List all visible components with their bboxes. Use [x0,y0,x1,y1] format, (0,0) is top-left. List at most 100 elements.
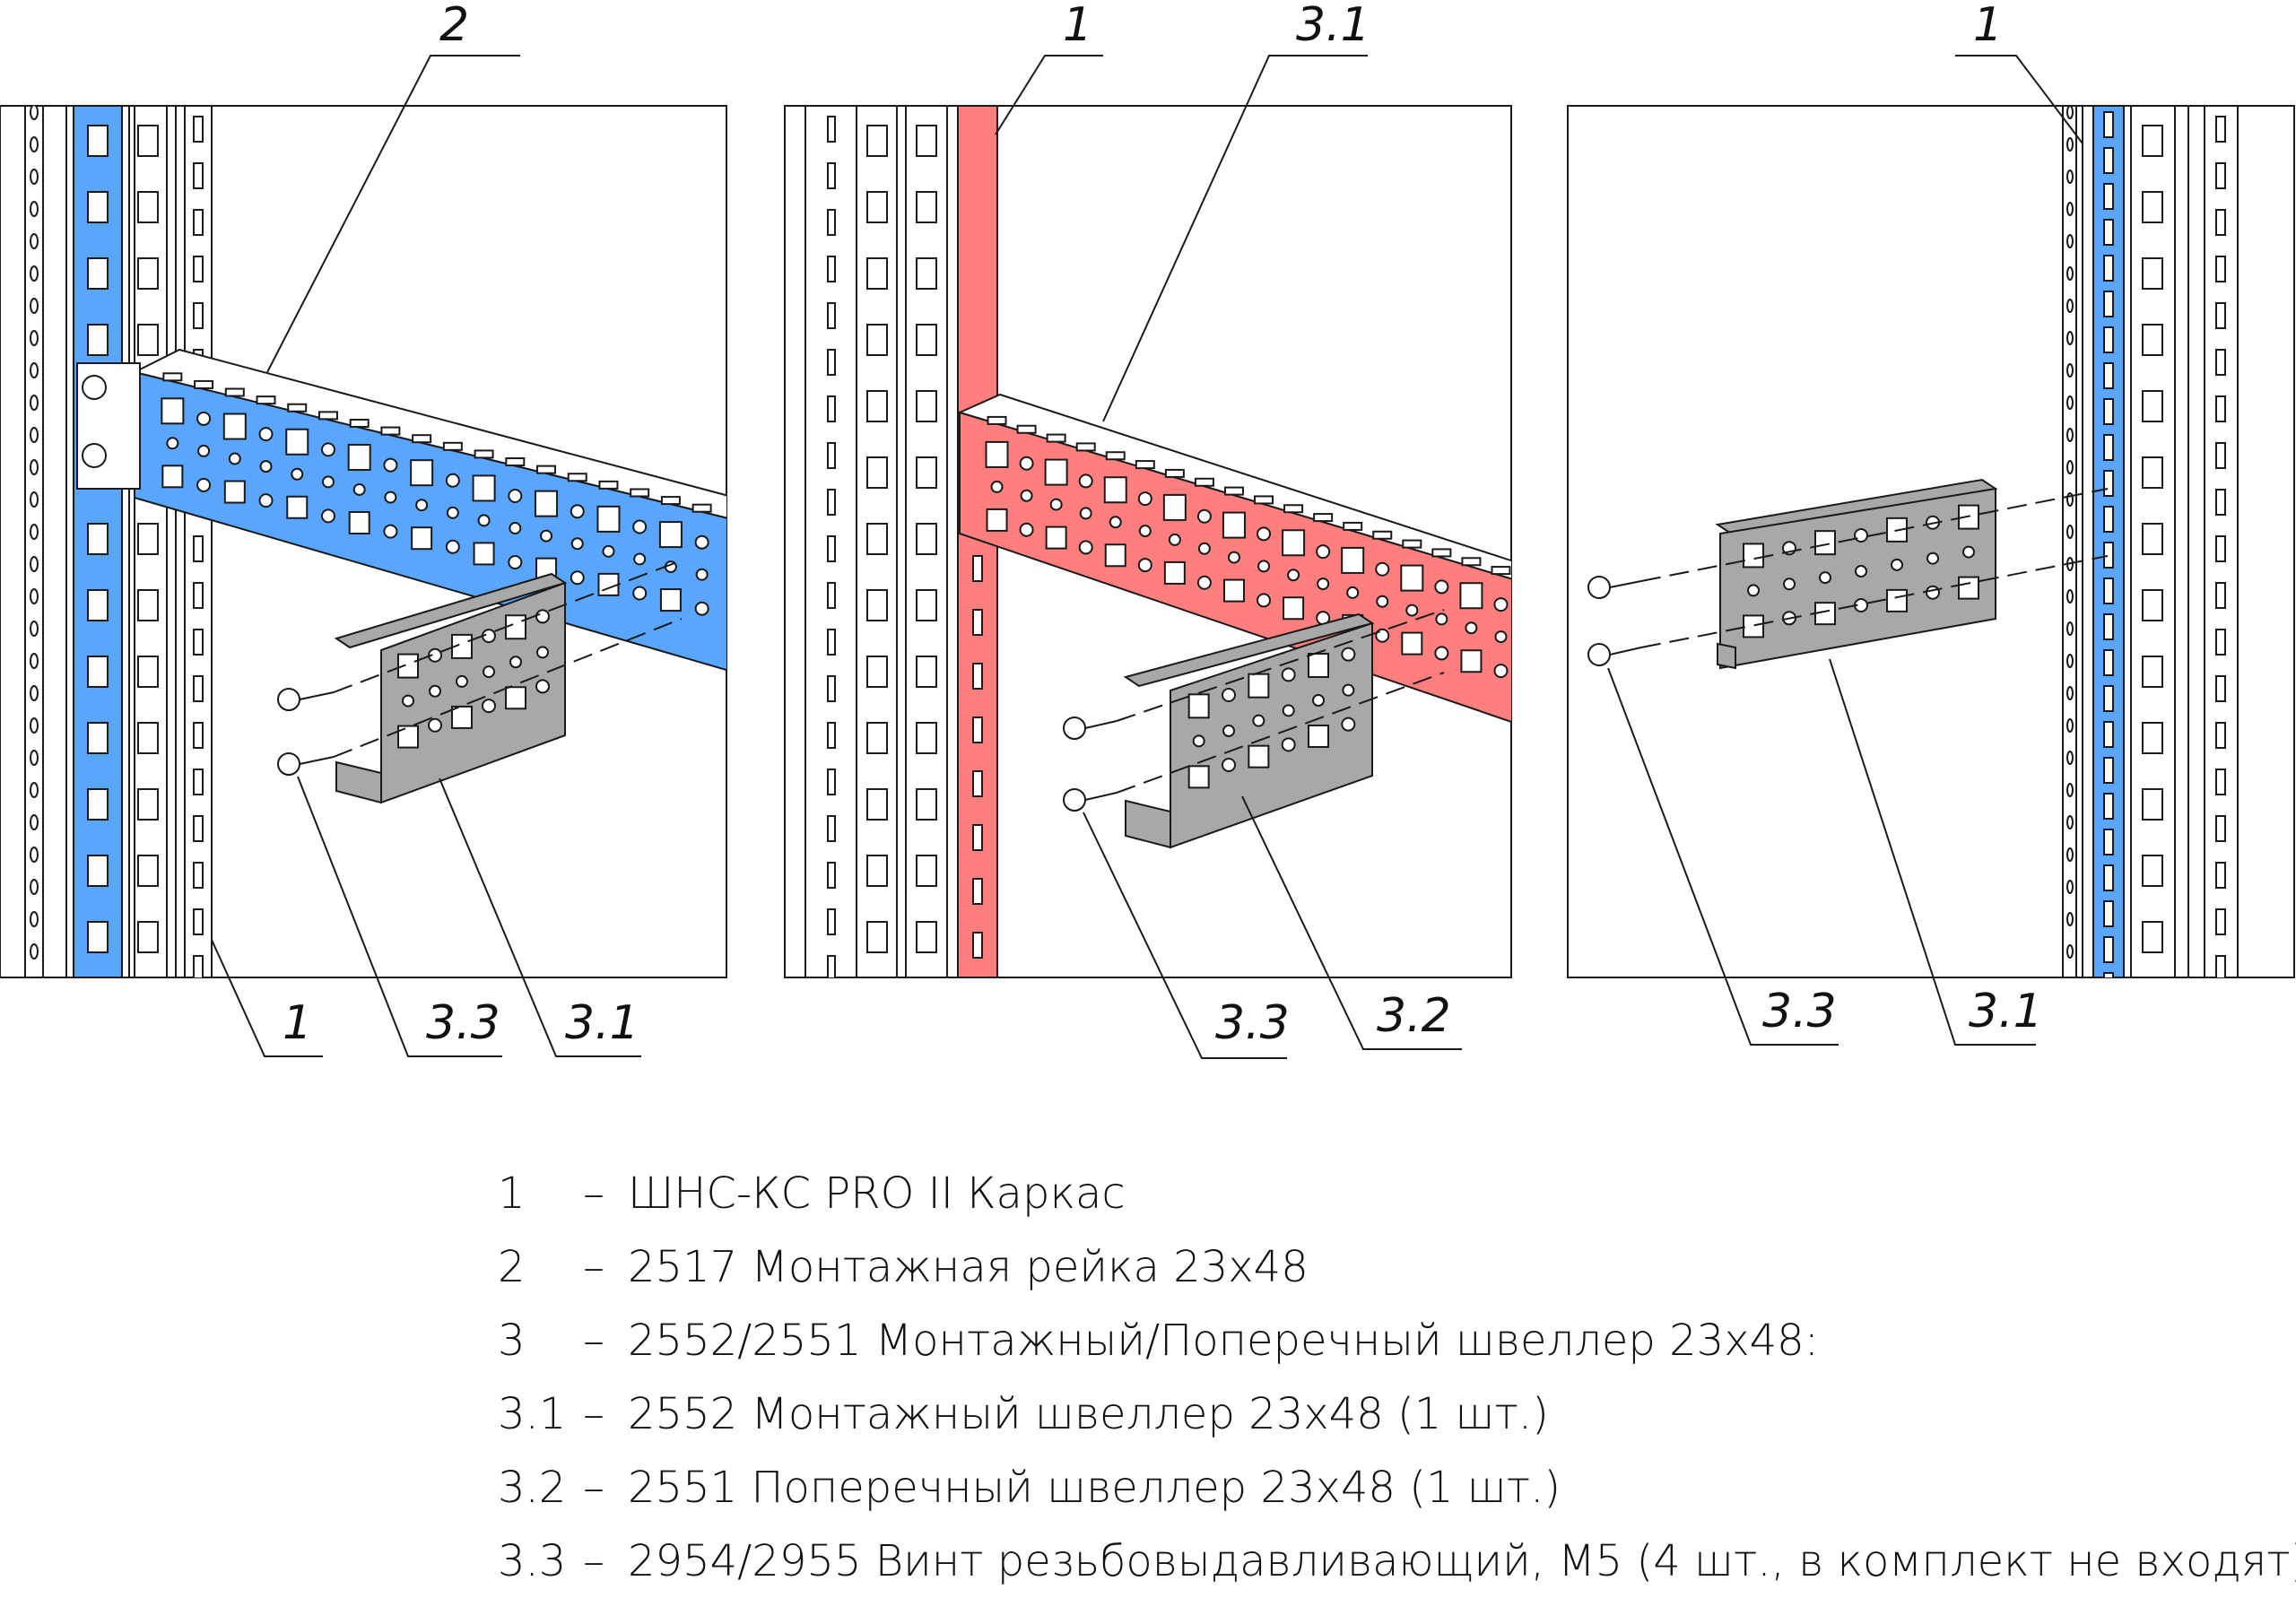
perforation [428,647,442,663]
perforation [632,519,648,534]
screw [277,618,683,776]
perforation [633,552,647,566]
panel-1: 2 1 3.3 3.1 [0,0,727,1057]
perforation [866,855,888,887]
bolt-head [82,443,107,468]
perforation [1814,530,1836,556]
perforation [536,465,557,474]
perforation [193,256,204,282]
frame-profile [2062,106,2239,977]
perforation [827,722,836,749]
perforation [87,191,109,223]
perforation [285,428,309,456]
perforation [985,440,1009,468]
perforation [2103,362,2114,389]
perforation [505,614,526,640]
perforation [1494,630,1508,644]
perforation [166,437,179,450]
perforation [30,136,39,152]
perforation [827,209,836,236]
perforation [1187,765,1210,789]
perforation [30,653,39,669]
perforation [866,390,888,422]
parts-legend: 1–ШНС-КС PRO II Каркас 2–2517 Монтажная … [498,1157,2296,1598]
perforation [1431,548,1452,558]
perforation [1891,558,1903,571]
perforation [2142,456,2163,489]
perforation [349,418,370,428]
perforation [415,499,429,512]
perforation [827,442,836,469]
perforation [1316,544,1331,560]
perforation [597,572,620,596]
perforation [1075,442,1096,452]
perforation [2103,864,2114,891]
perforation [30,362,39,378]
perforation [2066,783,2074,797]
perforation [1046,433,1066,443]
perforation [866,722,888,754]
perforation [2066,912,2074,926]
perforation [222,413,247,440]
perforation [1493,597,1509,612]
perforation [287,403,308,413]
perforation [137,191,159,223]
perforation [535,679,550,694]
perforation [30,106,39,120]
perforation [30,233,39,249]
perforation [1079,507,1092,520]
perforation [827,955,836,977]
perforation [1341,716,1356,732]
perforation [827,815,836,842]
perforation [1196,508,1212,524]
perforation [352,482,366,496]
perforation [1743,614,1764,638]
perforation [87,257,109,290]
cross-channel-2551 [1123,612,1375,849]
perforation [866,523,888,555]
perforation [1886,588,1908,612]
screw [277,560,683,711]
perforation [694,534,709,550]
perforation [224,387,245,397]
perforation [972,663,983,690]
perforation [1103,476,1127,504]
perforation [2103,291,2114,317]
perforation [1049,498,1063,511]
perforation [30,491,39,508]
perforation [194,379,214,389]
perforation [193,955,204,977]
perforation [137,523,159,555]
perforation [1402,539,1422,549]
perforation [428,717,442,733]
perforation [1783,578,1796,591]
perforation [866,589,888,621]
perforation [2215,955,2226,977]
perforation [916,589,937,621]
perforation [2142,324,2163,356]
perforation [2215,582,2226,609]
perforation [827,489,836,516]
perforation [30,911,39,927]
perforation [2215,722,2226,749]
perforation [1281,737,1296,752]
perforation [87,656,109,688]
panel-3: 1 3.3 3.1 [1567,0,2295,1046]
perforation [137,125,159,157]
perforation [694,601,709,616]
perforation [535,609,550,624]
perforation [291,467,304,481]
perforation [2066,169,2074,184]
perforation [1747,584,1760,597]
perforation [1138,525,1152,538]
perforation [161,465,184,489]
perforation [30,459,39,475]
perforation [866,125,888,157]
perforation [411,526,433,551]
perforation [429,684,441,698]
perforation [193,162,204,189]
perforation [1343,521,1363,531]
perforation [137,656,159,688]
perforation [1491,566,1511,576]
